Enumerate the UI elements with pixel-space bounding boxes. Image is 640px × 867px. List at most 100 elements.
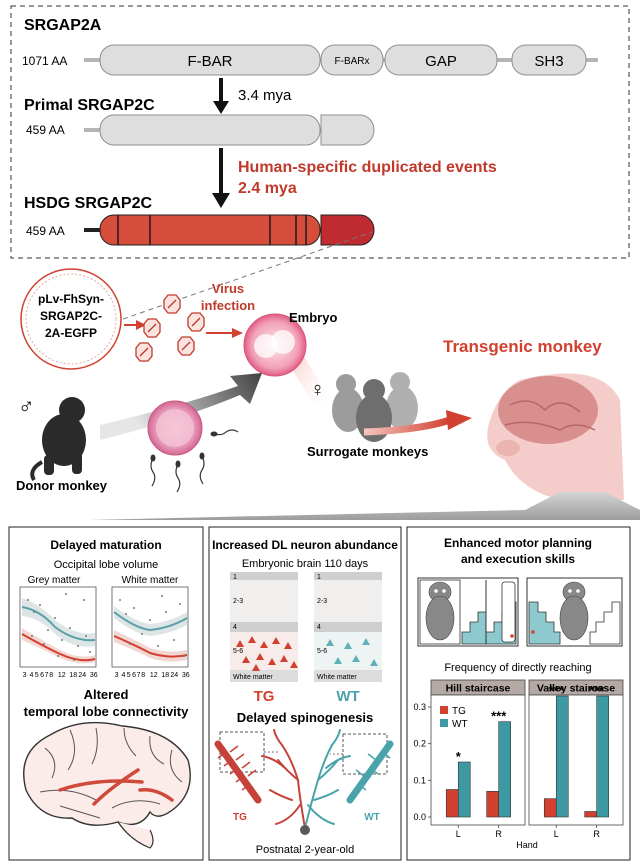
neuron-illustration (214, 729, 394, 835)
virus-particles (135, 294, 205, 362)
spine-wt-label: WT (364, 812, 380, 823)
duplication-line1: Human-specific duplicated events (238, 159, 497, 176)
transfer-arrow-head (446, 410, 472, 430)
panel1-title2-line2: temporal lobe connectivity (24, 704, 189, 719)
grey-matter-label: Grey matter (28, 575, 81, 586)
primal-fbarx-truncated (320, 114, 375, 146)
primal-title: Primal SRGAP2C (24, 97, 155, 114)
transgenic-monkey-head (487, 373, 624, 500)
volume-tick-label: 36 (182, 672, 190, 679)
plasmid-connector (105, 231, 373, 326)
panel1-subtitle: Occipital lobe volume (54, 559, 159, 571)
panel3-title-line2: and execution skills (461, 552, 575, 566)
bar-wt-l (555, 695, 569, 818)
sperm-heads (150, 431, 218, 468)
significance-marker: *** (549, 683, 565, 698)
y-tick-label: 0.1 (413, 775, 426, 785)
volume-tick-label: 6 (40, 672, 44, 679)
volume-tick-label: 5 (127, 672, 131, 679)
tg-layer-1: 1 (233, 574, 237, 581)
brain-connectivity-illustration (23, 721, 191, 849)
hsdg-fbarx-truncated (320, 214, 375, 246)
y-tick-label: 0.3 (413, 702, 426, 712)
domain-fbarx-label: F-BARx (335, 56, 370, 67)
plasmid-arrow-head (136, 320, 146, 330)
plasmid-inner (25, 273, 117, 365)
volume-tick-label: 4 (121, 672, 125, 679)
srgap2a-length: 1071 AA (22, 54, 67, 68)
donor-label: Donor monkey (16, 478, 108, 493)
panel2-subtitle: Embryonic brain 110 days (242, 558, 369, 570)
transfer-arrow (363, 416, 452, 436)
volume-tick-label: 8 (141, 672, 145, 679)
wt-layer-2-3: 2-3 (317, 598, 327, 605)
panel2-title2: Delayed spinogenesis (237, 710, 374, 725)
hill-staircase-illustration (417, 577, 519, 647)
duplication-line2: 2.4 mya (238, 180, 297, 197)
x-tick-label: R (593, 829, 600, 839)
volume-tick-label: 6 (132, 672, 136, 679)
y-tick-label: 0.0 (413, 812, 426, 822)
panel3-title-line1: Enhanced motor planning (444, 536, 592, 550)
y-tick-label: 0.2 (413, 739, 426, 749)
volume-tick-label: 4 (29, 672, 33, 679)
zoom-band (0, 492, 640, 522)
bar-wt-l (457, 761, 471, 818)
tg-layer-2-3: 2-3 (233, 598, 243, 605)
male-symbol: ♂ (18, 393, 35, 418)
facet-label-valley: Valley staircase (537, 683, 615, 695)
srgap2a-title: SRGAP2A (24, 17, 102, 34)
primal-length: 459 AA (26, 123, 65, 137)
domain-gap-label: GAP (425, 53, 457, 70)
volume-tick-label: 7 (45, 672, 49, 679)
virus-arrow-head (232, 328, 243, 338)
donor-monkey-silhouette (30, 397, 86, 482)
legend-tg-label: TG (452, 706, 466, 717)
virus-label-line1: Virus (212, 281, 244, 296)
bar-wt-r (596, 695, 609, 818)
volume-tick-label: 24 (170, 672, 178, 679)
volume-tick-label: 18 (69, 672, 77, 679)
arrow1-label: 3.4 mya (238, 87, 292, 104)
volume-tick-label: 18 (161, 672, 169, 679)
bar-tg-r (584, 811, 597, 818)
bar-tg-r (486, 791, 499, 818)
wt-layer-4: 4 (317, 624, 321, 631)
volume-tick-label: 12 (150, 672, 158, 679)
domain-fbar (99, 44, 321, 76)
x-tick-label: L (456, 829, 461, 839)
tg-layer-white-matter: White matter (233, 674, 273, 681)
significance-marker: *** (589, 683, 605, 698)
wt-layer-1: 1 (317, 574, 321, 581)
grey-matter-chart (19, 586, 97, 668)
hsdg-title: HSDG SRGAP2C (24, 195, 152, 212)
panel3-subtitle: Frequency of directly reaching (444, 662, 591, 674)
x-axis-label: Hand (516, 840, 538, 850)
domain-fbar-label: F-BAR (188, 53, 233, 70)
transgenic-label: Transgenic monkey (443, 337, 602, 356)
wt-layer-5-6: 5-6 (317, 648, 327, 655)
panel1-title2-line1: Altered (84, 687, 129, 702)
legend-wt-label: WT (452, 719, 468, 730)
volume-tick-label: 24 (78, 672, 86, 679)
panel2-title: Increased DL neuron abundance (212, 538, 398, 552)
bar-tg-l (543, 798, 557, 818)
cortex-wt (314, 572, 382, 682)
tg-layer-5-6: 5-6 (233, 648, 243, 655)
facet-label-hill: Hill staircase (446, 683, 511, 695)
sperm-cells (150, 429, 239, 493)
surrogate-monkeys-silhouette (332, 372, 418, 442)
valley-staircase-illustration (526, 577, 623, 647)
volume-tick-label: 3 (23, 672, 27, 679)
tg-label: TG (254, 688, 275, 705)
female-symbol: ♀ (310, 379, 325, 401)
plasmid-line1: pLv-FhSyn- (38, 292, 104, 306)
volume-tick-label: 12 (58, 672, 66, 679)
plasmid-line3: 2A-EGFP (45, 326, 97, 340)
legend-wt-swatch (440, 719, 448, 727)
domain-gap (384, 44, 498, 76)
plasmid-line2: SRGAP2C- (40, 309, 102, 323)
embryo-cell-2 (271, 330, 295, 354)
